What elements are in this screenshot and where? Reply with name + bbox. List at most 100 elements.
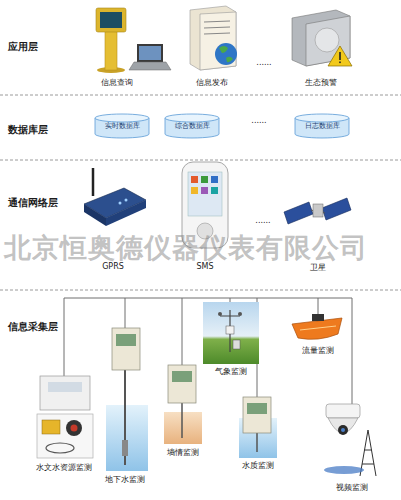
caption: 视频监测 (336, 482, 368, 493)
hydrology-station-icon (37, 414, 93, 458)
video-camera-icon (324, 466, 364, 474)
phone-icon (201, 176, 208, 183)
database-name: 日志数据库 (294, 121, 350, 131)
video-camera-icon (324, 404, 376, 476)
laptop-icon (139, 46, 161, 60)
water-quality-station-icon (239, 397, 277, 458)
gprs-modem-icon (84, 168, 146, 226)
database-node: 实时数据库 (94, 113, 150, 139)
phone-icon (188, 172, 222, 216)
gprs-modem-icon (92, 168, 95, 196)
flow-boat-icon (292, 318, 342, 339)
layer-title: 信息采集层 (8, 320, 58, 334)
soil-moisture-station-icon (164, 412, 202, 444)
cylinder-top (165, 114, 219, 122)
server-icon (200, 12, 236, 70)
caption: 生态预警 (305, 77, 337, 88)
server-icon (204, 27, 230, 28)
phone-icon (191, 187, 198, 194)
kiosk-icon (100, 12, 122, 28)
caption: 气象监测 (215, 366, 247, 377)
cylinder-top (95, 114, 149, 122)
weather-station-icon (203, 302, 259, 364)
laptop-icon (129, 62, 171, 70)
video-camera-icon (326, 404, 360, 418)
server-icon (190, 6, 237, 70)
satellite-icon (284, 202, 313, 224)
weather-station-icon (218, 312, 222, 316)
water-quality-station-icon (247, 403, 267, 414)
kiosk-icon (105, 28, 117, 70)
gprs-modem-icon (119, 202, 122, 205)
caption: 墒情监测 (167, 447, 199, 458)
layer-title: 应用层 (8, 40, 38, 54)
groundwater-station-icon (106, 405, 148, 471)
hydrology-station-icon (42, 420, 60, 434)
water-quality-station-icon (243, 397, 271, 433)
layer-title: 通信网络层 (8, 196, 58, 210)
groundwater-station-icon (122, 440, 128, 456)
ellipsis: ...... (251, 116, 266, 125)
ellipsis: ...... (255, 216, 270, 225)
hard-disk-icon (339, 52, 341, 60)
layer-separator (0, 290, 401, 291)
kiosk-icon (96, 8, 126, 73)
video-camera-icon (341, 428, 345, 432)
caption: 地下水监测 (105, 474, 145, 485)
hard-disk-icon (292, 10, 352, 66)
server-icon (219, 46, 233, 62)
ellipsis: ...... (256, 58, 271, 67)
collection-wire (182, 298, 183, 365)
collection-wire (352, 298, 353, 410)
weather-station-icon (226, 326, 234, 334)
server-icon (215, 43, 237, 65)
caption: 信息发布 (196, 77, 228, 88)
groundwater-station-icon (116, 334, 136, 346)
soil-moisture-station-icon (181, 400, 183, 438)
caption: 流量监测 (302, 345, 334, 356)
layer-band: 数据库层实时数据库综合数据库日志数据库 (0, 95, 401, 160)
phone-icon (211, 187, 218, 194)
weather-station-icon (203, 302, 259, 364)
hard-disk-icon (339, 62, 341, 64)
caption: 卫星 (310, 262, 326, 273)
gprs-modem-icon (125, 199, 128, 202)
satellite-icon (322, 198, 351, 220)
hydrology-station-icon (37, 376, 93, 458)
cylinder-top (295, 114, 349, 122)
groundwater-station-icon (112, 328, 140, 370)
weather-station-icon (238, 312, 242, 316)
layer-separator (0, 160, 401, 161)
layer-separator (0, 95, 401, 96)
server-icon (204, 21, 230, 22)
phone-icon (211, 176, 218, 183)
satellite-icon (284, 198, 351, 224)
caption: 信息查询 (101, 77, 133, 88)
flow-boat-icon (312, 314, 324, 321)
laptop-icon (129, 44, 171, 70)
collection-wire (125, 298, 126, 328)
flow-boat-icon (292, 314, 342, 339)
hydrology-station-icon (71, 425, 78, 432)
watermark: 北京恒奥德仪器仪表有限公司 (4, 230, 368, 266)
soil-moisture-station-icon (168, 365, 196, 403)
soil-moisture-station-icon (164, 365, 202, 444)
hydrology-station-icon (66, 420, 82, 436)
collection-wire (64, 298, 352, 410)
caption: GPRS (102, 262, 124, 271)
hydrology-station-icon (48, 382, 82, 392)
database-name: 实时数据库 (94, 121, 150, 131)
hydrology-station-icon (46, 443, 74, 453)
gprs-modem-icon (84, 204, 106, 226)
hard-disk-icon (328, 46, 352, 66)
kiosk-icon (96, 8, 126, 32)
layer-separator (0, 95, 401, 290)
weather-station-icon (233, 340, 240, 349)
collection-wire (64, 298, 65, 376)
database-name: 综合数据库 (164, 121, 220, 131)
satellite-icon (313, 204, 323, 217)
caption: 水质监测 (242, 460, 274, 471)
phone-icon (191, 176, 198, 183)
phone-icon (201, 187, 208, 194)
